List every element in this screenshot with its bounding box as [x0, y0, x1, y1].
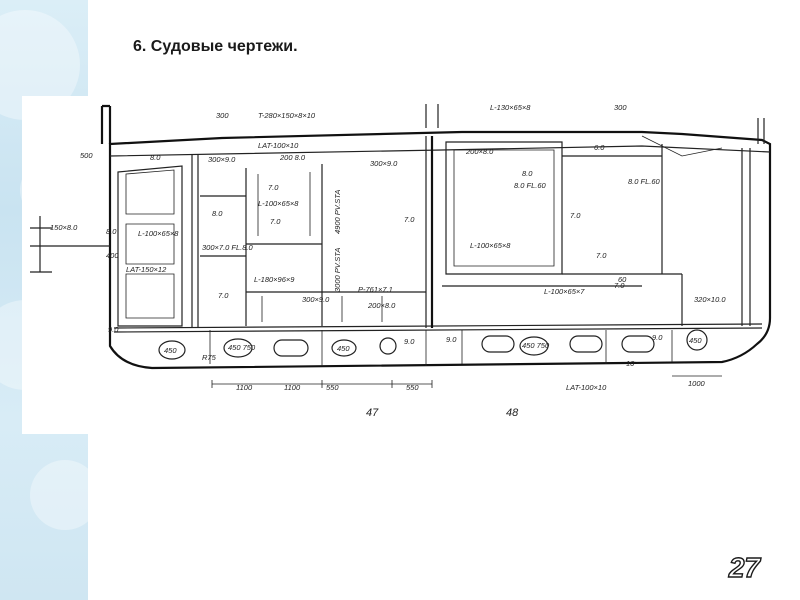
right-bulwark — [757, 118, 765, 144]
lightening-hole — [481, 335, 515, 353]
side-bracket — [30, 216, 110, 273]
label: L-100×65×7 — [544, 287, 585, 296]
left-bulwark — [100, 104, 112, 144]
label: 450 750 — [522, 341, 550, 350]
label: 9.0 — [404, 337, 415, 346]
lightening-hole — [519, 336, 549, 356]
label: 450 — [689, 336, 702, 345]
label: 60 — [618, 275, 627, 284]
label: 8.0 — [522, 169, 533, 178]
lightening-hole — [379, 337, 397, 355]
left-tank — [117, 165, 183, 327]
label: P-761×7.1 — [358, 285, 393, 294]
ship-section-drawing: T-280×150×8×10 L-130×65×8 300 300 500 LA… — [22, 96, 780, 434]
bottom-plate — [113, 327, 763, 333]
label: 7.0 — [614, 281, 625, 290]
inner-bottom — [113, 323, 763, 329]
label: 8.0 — [106, 227, 117, 236]
floor-stiffeners — [209, 330, 673, 366]
drawing-svg: T-280×150×8×10 L-130×65×8 300 300 500 LA… — [30, 103, 772, 419]
lightening-hole — [686, 329, 708, 351]
label: 3000 PV.STA — [333, 248, 342, 292]
label: T-280×150×8×10 — [258, 111, 316, 120]
label: 4900 PV.STA — [333, 190, 342, 234]
deck-line — [109, 145, 771, 157]
label: 8.0 — [150, 153, 161, 162]
lightening-hole — [621, 335, 655, 353]
label: 8.0 FL.60 — [514, 181, 547, 190]
label: LAT-100×10 — [566, 383, 607, 392]
label: 450 — [164, 346, 177, 355]
label: 300 — [614, 103, 627, 112]
label: L-130×65×8 — [490, 103, 531, 112]
label: L-100×65×8 — [138, 229, 179, 238]
right-side — [741, 148, 751, 326]
label: L-100×65×8 — [470, 241, 511, 250]
label: 7.0 — [218, 291, 229, 300]
label: 450 750 — [228, 343, 256, 352]
label: 200×8.0 — [465, 147, 494, 156]
label: 10 — [626, 359, 635, 368]
page-number: 27 — [728, 551, 761, 583]
label: 9.0 — [108, 325, 119, 334]
label: 450 — [337, 344, 350, 353]
label: L-180×96×9 — [254, 275, 295, 284]
right-frame — [442, 144, 683, 326]
hull-outline — [108, 130, 772, 370]
lightening-hole — [569, 335, 603, 353]
label: 9.0 — [652, 333, 663, 342]
right-diagonal — [641, 135, 723, 157]
frame-number: 48 — [506, 407, 519, 419]
lightening-hole — [223, 338, 253, 358]
label: 300 — [216, 111, 229, 120]
label: 7.0 — [270, 217, 281, 226]
right-upper-box-inner — [453, 149, 555, 267]
label: 500 — [80, 151, 93, 160]
label: L-100×65×8 — [258, 199, 299, 208]
label: 300×9.0 — [302, 295, 330, 304]
center-stiffeners — [257, 172, 383, 322]
label: 8.0 — [212, 209, 223, 218]
slide-title: 6. Судовые чертежи. — [133, 38, 298, 55]
label: 550 — [406, 383, 419, 392]
label: 320×10.0 — [694, 295, 726, 304]
center-frame — [200, 164, 426, 326]
label: 1100 — [236, 383, 253, 392]
label: 550 — [326, 383, 339, 392]
label: 150×8.0 — [50, 223, 78, 232]
label: 8.0 FL.60 — [628, 177, 661, 186]
label: 9.0 — [446, 335, 457, 344]
left-tank-inner — [125, 169, 175, 319]
frame-number: 47 — [366, 407, 379, 419]
label: 200×8.0 — [367, 301, 396, 310]
center-line-mark — [425, 104, 439, 128]
label: 1000 — [688, 379, 706, 388]
label: 200 8.0 — [279, 153, 306, 162]
label: 6.0 — [594, 143, 605, 152]
label: R75 — [202, 353, 217, 362]
label: 400 — [106, 251, 119, 260]
label: 7.0 — [404, 215, 415, 224]
label: 7.0 — [596, 251, 607, 260]
label: 300×7.0 FL.8.0 — [202, 243, 253, 252]
lightening-hole — [273, 339, 309, 357]
sidebar-bubble — [30, 460, 88, 530]
label: LAT-150×12 — [126, 265, 167, 274]
dimension-line — [211, 375, 722, 388]
lightening-hole — [158, 340, 186, 360]
label: 300×9.0 — [370, 159, 398, 168]
label: 300×9.0 — [208, 155, 236, 164]
label: 1100 — [284, 383, 301, 392]
label: 7.0 — [268, 183, 279, 192]
label: 7.0 — [570, 211, 581, 220]
label: LAT-100×10 — [258, 141, 299, 150]
right-upper-box — [445, 141, 563, 275]
lightening-hole — [331, 339, 357, 357]
